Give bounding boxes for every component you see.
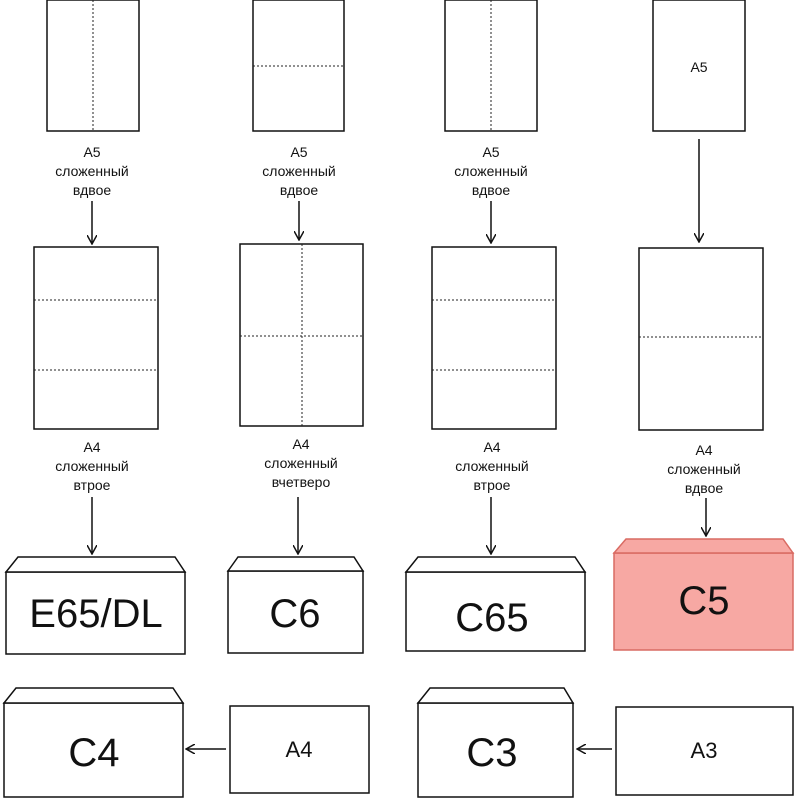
column-3: A5 сложенный вдвое A4 сложенный втрое C6… — [404, 0, 587, 652]
top-caption-line-3: вдвое — [472, 182, 511, 198]
envelope-c5-highlighted: C5 — [612, 538, 795, 651]
mid-caption-line-1: A4 — [695, 442, 712, 458]
sheet-label: A3 — [691, 738, 718, 763]
column-1: A5 сложенный вдвое A4 сложенный втрое E6… — [4, 0, 187, 655]
envelope-label: C4 — [68, 731, 119, 775]
mid-caption-line-3: вдвое — [685, 480, 724, 496]
mid-caption-line-2: сложенный — [455, 458, 528, 474]
a3-sheet-flat — [615, 706, 794, 796]
envelope-label: E65/DL — [29, 592, 162, 636]
top-caption-line-3: вдвое — [73, 182, 112, 198]
a5-sheet-top — [252, 0, 345, 132]
top-sheet-label: A5 — [690, 59, 707, 75]
mid-caption-line-1: A4 — [83, 439, 100, 455]
a4-sheet — [638, 247, 764, 431]
mid-caption-line-2: сложенный — [264, 455, 337, 471]
top-caption-line-1: A5 — [83, 144, 100, 160]
bottom-pair-2: C3 A3 — [416, 687, 794, 798]
mid-caption-line-1: A4 — [292, 436, 309, 452]
a5-sheet-top — [652, 0, 746, 132]
top-caption-line-1: A5 — [482, 144, 499, 160]
top-caption-line-3: вдвое — [280, 182, 319, 198]
top-caption-line-1: A5 — [290, 144, 307, 160]
envelope-c4: C4 — [2, 687, 185, 798]
a4-sheet — [33, 246, 159, 430]
envelope-c6: C6 — [226, 556, 365, 654]
envelope-c3: C3 — [416, 687, 575, 798]
top-caption-line-2: сложенный — [454, 163, 527, 179]
mid-caption-line-3: вчетверо — [272, 474, 331, 490]
top-caption-line-2: сложенный — [262, 163, 335, 179]
mid-caption-line-2: сложенный — [667, 461, 740, 477]
mid-caption-line-3: втрое — [74, 477, 111, 493]
a4-sheet-flat — [229, 705, 370, 794]
a4-sheet — [239, 243, 364, 427]
mid-caption-line-1: A4 — [483, 439, 500, 455]
column-4: A5 A4 сложенный вдвое C5 — [612, 0, 795, 651]
mid-caption-line-3: втрое — [474, 477, 511, 493]
top-caption-line-2: сложенный — [55, 163, 128, 179]
a4-sheet — [431, 246, 557, 430]
sheet-label: A4 — [286, 737, 313, 762]
envelope-label: C65 — [455, 596, 528, 640]
envelope-label: C5 — [678, 579, 729, 623]
column-2: A5 сложенный вдвое A4 сложенный вчетверо… — [226, 0, 365, 654]
envelope-c65: C65 — [404, 556, 587, 652]
bottom-pair-1: C4 A4 — [2, 687, 370, 798]
envelope-label: C6 — [269, 592, 320, 636]
mid-caption-line-2: сложенный — [55, 458, 128, 474]
envelope-e65-dl: E65/DL — [4, 556, 187, 655]
envelope-label: C3 — [466, 731, 517, 775]
